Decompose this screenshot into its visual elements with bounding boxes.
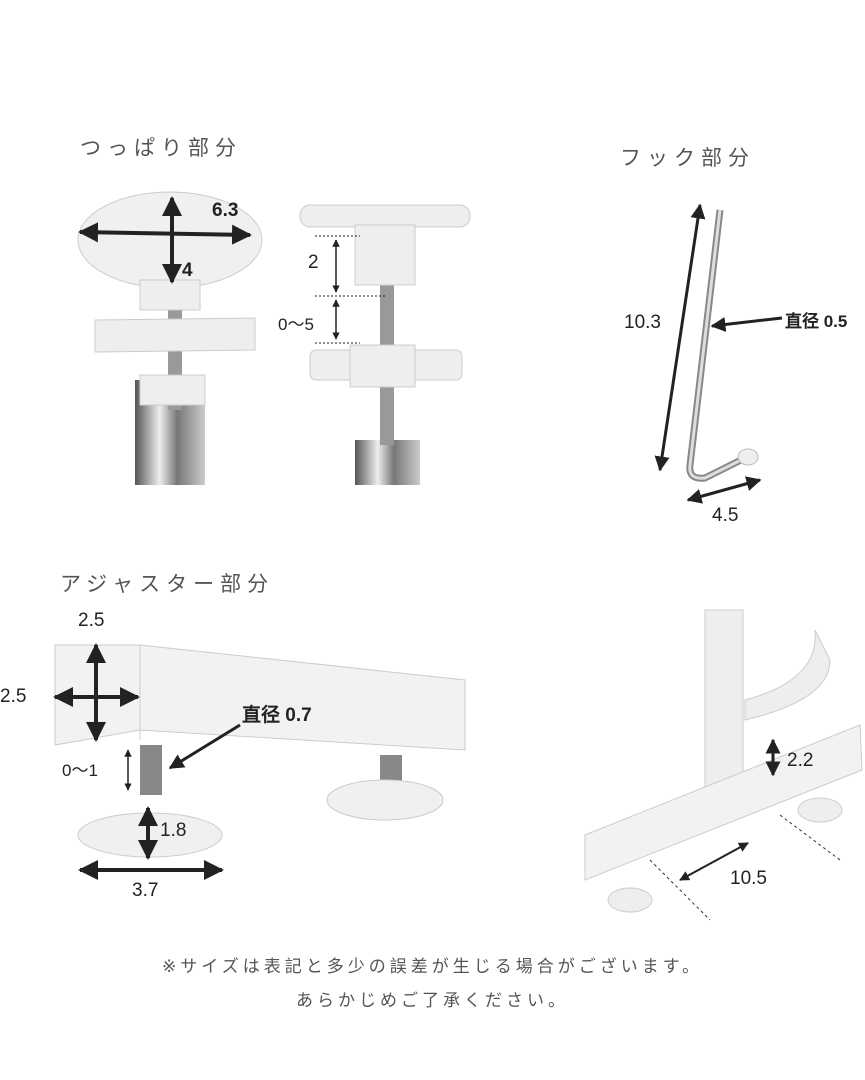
base-illustration	[584, 609, 863, 913]
base-guide-lines	[649, 814, 841, 921]
bar-width-label: 2.5	[0, 686, 27, 707]
base-width-label: 10.5	[730, 868, 767, 889]
adjuster-illustration	[54, 644, 466, 858]
hook-width-label: 4.5	[712, 505, 739, 526]
hook-illustration	[686, 209, 759, 482]
tension-section-title: つっぱり部分	[80, 136, 242, 160]
base-width-arrow	[679, 842, 749, 881]
adjuster-section-title: アジャスター部分	[60, 572, 275, 596]
bolt-diameter-label: 直径 0.7	[242, 705, 312, 726]
joint-height-label: 2.2	[787, 750, 814, 771]
hook-length-arrow	[654, 203, 706, 472]
adjuster-range-label: 0〜1	[62, 761, 98, 780]
tension-guide-lines	[315, 235, 385, 344]
foot-height-label: 1.8	[160, 820, 187, 841]
hook-width-arrow	[686, 476, 762, 504]
pad-width-label: 6.3	[212, 200, 239, 221]
hook-diameter-pointer	[710, 316, 783, 332]
neck-height-label: 2	[308, 252, 319, 273]
hook-section-title: フック部分	[620, 146, 755, 170]
hook-length-label: 10.3	[624, 312, 661, 333]
bolt-diameter-pointer	[168, 723, 241, 770]
foot-diameter-label: 3.7	[132, 880, 159, 901]
tension-adjust-range-label: 0〜5	[278, 315, 314, 334]
bar-height-label: 2.5	[78, 610, 105, 631]
pad-depth-label: 4	[182, 260, 193, 281]
hook-diameter-label: 直径 0.5	[785, 312, 848, 331]
disclaimer-line-1: ※サイズは表記と多少の誤差が生じる場合がございます。	[161, 957, 704, 977]
tension-side-illustration	[299, 204, 471, 485]
disclaimer-line-2: あらかじめご了承ください。	[296, 991, 569, 1011]
